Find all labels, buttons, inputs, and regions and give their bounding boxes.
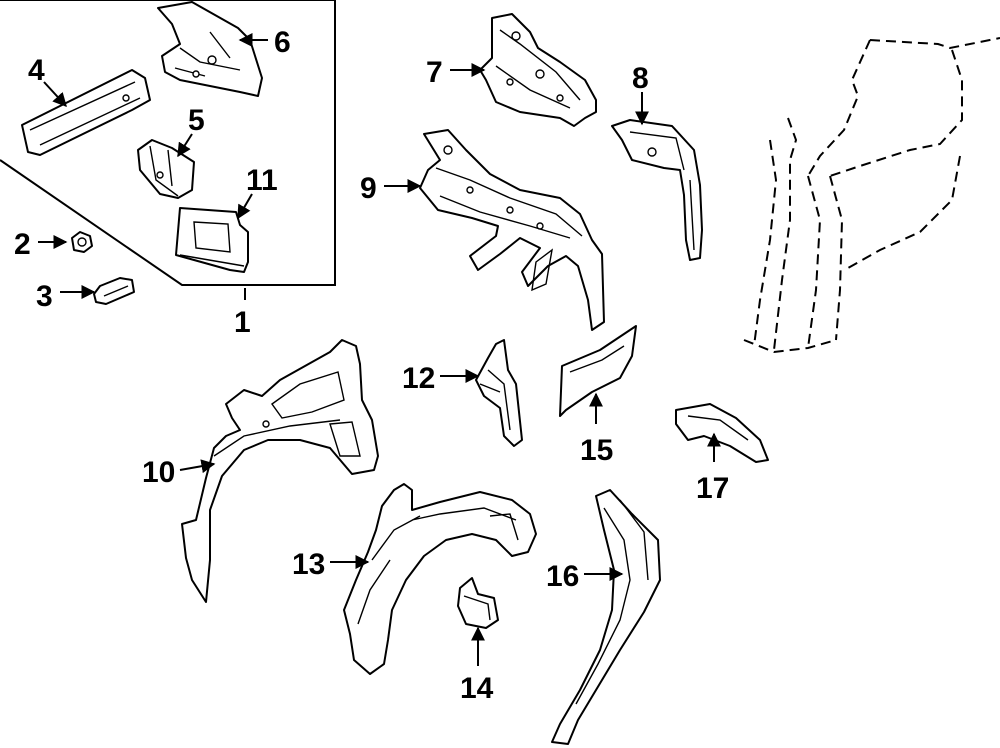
leader-lines	[38, 33, 721, 666]
part-8-panel[interactable]	[611, 119, 703, 261]
callout-3: 3	[36, 280, 53, 313]
callout-8: 8	[632, 62, 649, 95]
part-4-rail[interactable]	[21, 69, 151, 156]
callout-2: 2	[14, 228, 31, 261]
callout-labels: 1 2 3 4 5 6 7 8 9 10 11 12 13 14 15 16 1…	[14, 26, 729, 705]
part-11-plate[interactable]	[175, 207, 249, 273]
reference-body-outline	[743, 37, 1000, 354]
callout-4: 4	[28, 54, 45, 87]
part-5-bracket[interactable]	[137, 139, 195, 199]
part-12-bracket[interactable]	[475, 339, 523, 447]
callout-17: 17	[696, 472, 729, 505]
part-10-wheelhouse[interactable]	[181, 339, 379, 603]
part-17-bracket[interactable]	[675, 403, 769, 463]
assembly-box	[0, 0, 336, 286]
part-13-inner-wheelhouse[interactable]	[343, 483, 537, 675]
callout-6: 6	[274, 26, 291, 59]
callout-10: 10	[142, 456, 175, 489]
callout-16: 16	[546, 560, 579, 593]
callout-7: 7	[426, 56, 443, 89]
part-15-patch[interactable]	[559, 325, 637, 417]
callout-14: 14	[460, 672, 494, 705]
callout-13: 13	[292, 548, 325, 581]
part-14-clip[interactable]	[457, 577, 499, 629]
callout-15: 15	[580, 434, 613, 467]
callout-5: 5	[188, 104, 205, 137]
part-6-bracket[interactable]	[157, 1, 263, 97]
part-2-nut[interactable]	[71, 231, 93, 253]
callout-12: 12	[402, 362, 435, 395]
part-3-clip[interactable]	[93, 277, 135, 305]
part-7-bracket[interactable]	[479, 13, 597, 127]
part-16-pillar[interactable]	[551, 489, 661, 745]
part-9-inner-panel[interactable]	[419, 129, 605, 331]
callout-9: 9	[360, 172, 377, 205]
callout-11: 11	[246, 164, 278, 197]
callout-1: 1	[234, 306, 251, 339]
